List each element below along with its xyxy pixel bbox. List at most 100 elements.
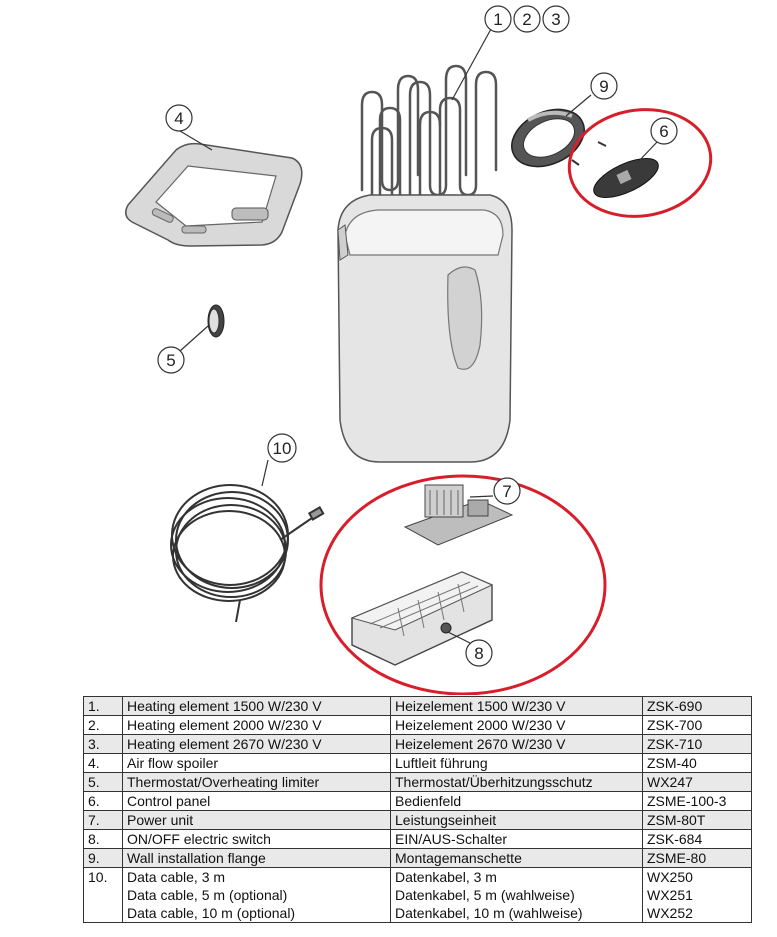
cell-line: Heizelement 2670 W/230 V (395, 736, 566, 752)
german-description-cell: EIN/AUS-Schalter (390, 829, 643, 849)
english-description-cell: Heating element 2000 W/230 V (122, 715, 391, 735)
english-description-cell: Control panel (122, 791, 391, 811)
cell-line: ON/OFF electric switch (127, 831, 271, 847)
cell-line: Wall installation flange (127, 850, 266, 866)
callout-10: 10 (273, 439, 292, 458)
part-number-cell: 10. (83, 867, 123, 923)
cell-line: Heizelement 2000 W/230 V (395, 717, 566, 733)
part-code-cell: ZSK-700 (642, 715, 752, 735)
german-description-cell: Thermostat/Überhitzungsschutz (390, 772, 643, 792)
callout-1: 1 (493, 10, 502, 29)
cell-line: Control panel (127, 793, 211, 809)
callout-5: 5 (166, 351, 175, 370)
cell-line: ZSM-40 (647, 755, 697, 771)
cell-line: Air flow spoiler (127, 755, 219, 771)
exploded-parts-diagram: 1 2 3 4 5 6 7 8 9 10 (125, 5, 713, 695)
cell-line: Data cable, 10 m (optional) (127, 905, 296, 921)
cell-line: ZSK-690 (647, 698, 703, 714)
power-unit-illustration (403, 484, 514, 546)
callout-4: 4 (174, 109, 183, 128)
english-description-cell: Heating element 2670 W/230 V (122, 734, 391, 754)
cell-line: Datenkabel, 3 m (395, 869, 497, 885)
table-row: 9.Wall installation flange Montagemansche… (83, 848, 752, 868)
highlight-ellipse-control-panel (567, 108, 713, 218)
table-row: 6.Control panel Bedienfeld ZSME-100-3 (83, 791, 752, 811)
part-number-cell: 9. (83, 848, 123, 868)
cell-line: WX250 (647, 869, 693, 885)
cell-line: WX252 (647, 905, 693, 921)
part-number-cell: 4. (83, 753, 123, 773)
cell-line: WX251 (647, 887, 693, 903)
cell-line: Power unit (127, 812, 194, 828)
cell-line: ZSK-700 (647, 717, 703, 733)
part-code-cell: ZSME-100-3 (642, 791, 752, 811)
table-row: 8.ON/OFF electric switch EIN/AUS-Schalter… (83, 829, 752, 849)
part-code-cell: WX247 (642, 772, 752, 792)
part-code-cell: ZSM-80T (642, 810, 752, 830)
cell-line: ZSME-80 (647, 850, 707, 866)
callout-2: 2 (522, 10, 531, 29)
part-number-cell: 7. (83, 810, 123, 830)
part-code-cell: ZSK-710 (642, 734, 752, 754)
control-panel-illustration (571, 141, 659, 198)
english-description-cell: Heating element 1500 W/230 V (122, 696, 391, 716)
switch-housing-illustration (350, 571, 494, 666)
cell-line: Bedienfeld (395, 793, 462, 809)
cell-line: EIN/AUS-Schalter (395, 831, 508, 847)
part-number-cell: 2. (83, 715, 123, 735)
air-flow-spoiler-illustration (125, 142, 303, 247)
table-row: 5.Thermostat/Overheating limiter Thermost… (83, 772, 752, 792)
german-description-cell: Heizelement 1500 W/230 V (390, 696, 643, 716)
part-code-cell: ZSM-40 (642, 753, 752, 773)
german-description-cell: Bedienfeld (390, 791, 643, 811)
part-number-cell: 5. (83, 772, 123, 792)
callout-8: 8 (474, 644, 483, 663)
german-description-cell: Datenkabel, 3 m Datenkabel, 5 m (wahlweis… (390, 867, 643, 923)
cell-line: Datenkabel, 5 m (wahlweise) (395, 887, 575, 903)
part-code-cell: ZSK-684 (642, 829, 752, 849)
english-description-cell: Air flow spoiler (122, 753, 391, 773)
cell-line: Heating element 1500 W/230 V (127, 698, 322, 714)
english-description-cell: Wall installation flange (122, 848, 391, 868)
part-number-cell: 1. (83, 696, 123, 716)
english-description-cell: Data cable, 3 m Data cable, 5 m (optional… (122, 867, 391, 923)
thermostat-illustration (207, 304, 225, 338)
table-row: 2.Heating element 2000 W/230 V Heizelemen… (83, 715, 752, 735)
german-description-cell: Heizelement 2670 W/230 V (390, 734, 643, 754)
cell-line: ZSK-684 (647, 831, 703, 847)
english-description-cell: ON/OFF electric switch (122, 829, 391, 849)
heater-body-illustration (337, 194, 513, 463)
cell-line: Thermostat/Overheating limiter (127, 774, 320, 790)
callout-3: 3 (551, 10, 560, 29)
cell-line: Data cable, 5 m (optional) (127, 887, 288, 903)
cell-line: Montagemanschette (395, 850, 522, 866)
part-number-cell: 6. (83, 791, 123, 811)
cell-line: Data cable, 3 m (127, 869, 226, 885)
cell-line: Heating element 2000 W/230 V (127, 717, 322, 733)
cell-line: Datenkabel, 10 m (wahlweise) (395, 905, 583, 921)
table-row: 1.Heating element 1500 W/230 V Heizelemen… (83, 696, 752, 716)
heating-element-illustration (360, 64, 498, 207)
cell-line: ZSM-80T (647, 812, 706, 828)
cell-line: ZSME-100-3 (647, 793, 727, 809)
cell-line: Luftleit führung (395, 755, 488, 771)
part-number-cell: 3. (83, 734, 123, 754)
part-code-cell: ZSK-690 (642, 696, 752, 716)
callout-7: 7 (502, 482, 511, 501)
german-description-cell: Montagemanschette (390, 848, 643, 868)
english-description-cell: Thermostat/Overheating limiter (122, 772, 391, 792)
english-description-cell: Power unit (122, 810, 391, 830)
callout-9: 9 (599, 77, 608, 96)
table-row: 10.Data cable, 3 m Data cable, 5 m (optio… (83, 867, 752, 923)
german-description-cell: Luftleit führung (390, 753, 643, 773)
german-description-cell: Leistungseinheit (390, 810, 643, 830)
parts-table: 1.Heating element 1500 W/230 V Heizelemen… (83, 696, 752, 923)
table-row: 4.Air flow spoiler Luftleit führung ZSM-40 (83, 753, 752, 773)
german-description-cell: Heizelement 2000 W/230 V (390, 715, 643, 735)
cell-line: ZSK-710 (647, 736, 703, 752)
highlight-ellipse-power-unit (319, 474, 607, 695)
part-number-cell: 8. (83, 829, 123, 849)
data-cable-illustration (170, 484, 325, 623)
